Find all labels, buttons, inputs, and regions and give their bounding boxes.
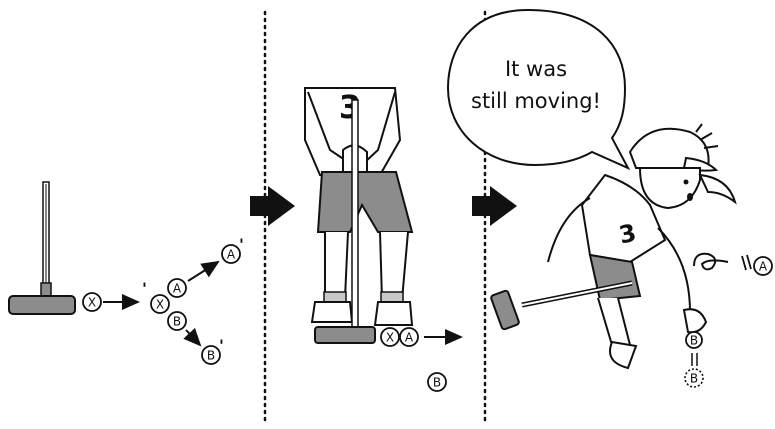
next-arrow-2-icon	[472, 186, 517, 226]
arrow-a-to-a-prime	[188, 262, 218, 281]
player-ponytail	[700, 175, 735, 202]
ball-b-3-label: B	[690, 334, 698, 348]
mallet-icon	[9, 182, 75, 314]
player-right-leg	[380, 232, 408, 300]
player-leg-3	[598, 298, 630, 345]
ball-b-2-label: B	[433, 376, 441, 390]
speed-lines-icon	[742, 255, 751, 270]
ball-x-small-label: X	[156, 298, 164, 312]
spin-motion-icon	[694, 254, 728, 270]
ball-a-2-label: A	[405, 331, 414, 345]
player-right-sock	[381, 292, 403, 302]
panel-1-diagram: X ' X A B A ' B '	[9, 182, 244, 364]
player-shoe-3	[610, 342, 636, 368]
player-eye	[684, 180, 689, 185]
ball-b-prime-label: B	[207, 349, 215, 363]
ball-b-label: B	[173, 315, 181, 329]
player-head	[640, 168, 700, 208]
panel-2-player: 3	[305, 88, 412, 343]
ball-b-dotted-label: B	[690, 372, 698, 386]
player-left-leg	[325, 232, 348, 298]
prime-mark-b: '	[219, 336, 224, 355]
mallet-head-3	[490, 290, 519, 330]
speech-line-1: It was	[505, 57, 567, 81]
arrow-b-to-b-prime	[186, 330, 200, 345]
mallet-head-2	[315, 327, 375, 343]
player-shorts-3	[590, 255, 640, 300]
player-left-shoe	[312, 302, 352, 322]
speech-bubble: It was still moving!	[448, 10, 628, 168]
prime-mark-cluster: '	[142, 279, 147, 298]
speech-line-2: still moving!	[471, 89, 601, 113]
ball-a-prime-label: A	[227, 248, 236, 262]
player-mouth	[687, 193, 693, 201]
mallet-shaft-2	[352, 100, 358, 330]
ball-a-3-label: A	[759, 260, 768, 274]
player-left-sock	[324, 292, 346, 302]
next-arrow-1-icon	[250, 186, 295, 226]
ball-a-label: A	[173, 282, 182, 296]
player-shorts	[318, 172, 412, 232]
player-right-hand-3	[684, 309, 706, 332]
ball-x-label: X	[88, 296, 96, 310]
prime-mark-a: '	[239, 235, 244, 254]
ball-x-2-label: X	[386, 331, 394, 345]
player-right-shoe	[375, 302, 412, 325]
